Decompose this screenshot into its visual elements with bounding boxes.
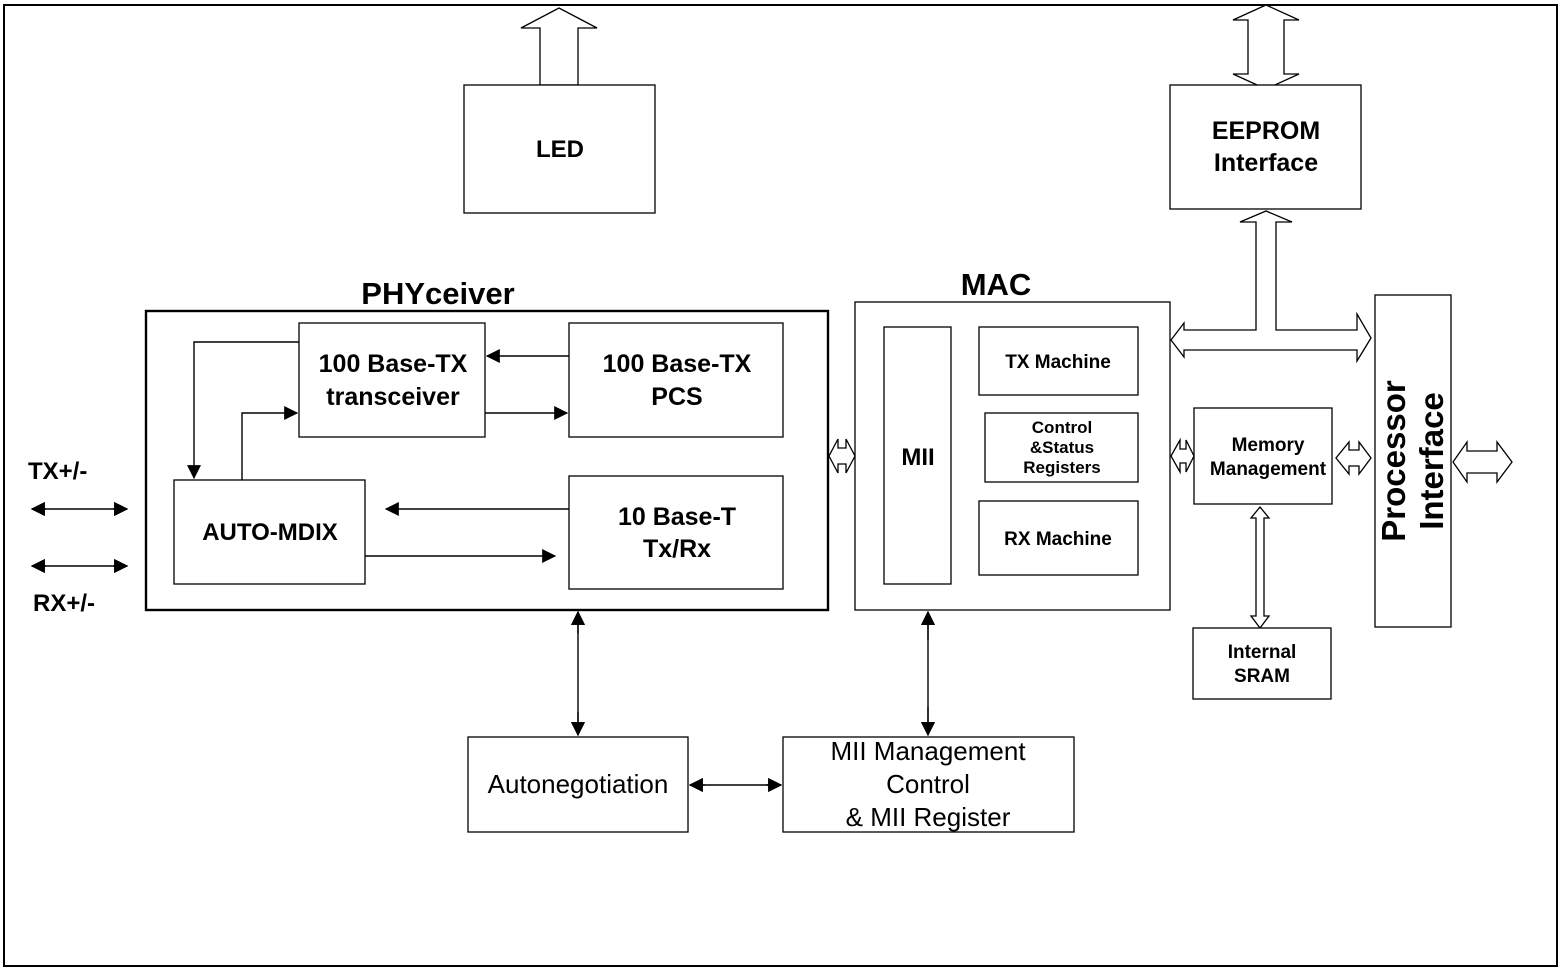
auto-mdix-to-transceiver-arrow (241, 406, 299, 480)
rx-machine-block (978, 500, 1139, 576)
led-output-bus-arrow (520, 7, 598, 86)
auto-mdix-label: AUTO-MDIX (202, 519, 338, 546)
tx-port-label: TX+/- (28, 458, 87, 485)
control-status-label-line3: Registers (1023, 458, 1100, 477)
phyceiver-container (144, 309, 830, 612)
control-status-label-line2: &Status (1030, 438, 1094, 457)
auto-mdix-block (173, 479, 366, 585)
processor-interface-block (1374, 294, 1452, 628)
mii-management-label-line2: Control (886, 769, 970, 799)
eeprom-mac-processor-bus-arrow (1170, 210, 1372, 364)
memory-sram-bus-arrow (1249, 505, 1271, 630)
memory-management-label-line2: Management (1210, 459, 1327, 480)
internal-sram-block (1192, 627, 1332, 700)
eeprom-interface-block (1169, 84, 1362, 210)
processor-interface-label: Processor Interface (1375, 380, 1450, 542)
processor-external-bus-arrow (1452, 439, 1513, 485)
phy-mac-bus-arrow (828, 438, 856, 474)
t10-label-line2: Tx/Rx (643, 535, 711, 563)
mii-management-block (782, 736, 1075, 833)
eeprom-label-line2: Interface (1214, 149, 1318, 177)
eeprom-label-line1: EEPROM (1212, 117, 1320, 145)
mii-management-label-line3: & MII Register (846, 802, 1011, 832)
tx100-pcs-label-line1: 100 Base-TX (603, 350, 752, 378)
tx-machine-label: TX Machine (1005, 352, 1111, 373)
eeprom-external-bus-arrow (1232, 4, 1300, 90)
rx-port-label: RX+/- (33, 590, 95, 617)
phyceiver-title: PHYceiver (361, 276, 514, 311)
internal-sram-label-line1: Internal (1228, 642, 1297, 663)
control-status-registers-block (984, 412, 1139, 483)
tx-machine-block (978, 326, 1139, 396)
t10-txrx-block (568, 475, 784, 590)
memory-management-label-line1: Memory (1232, 435, 1305, 456)
mii-block (883, 326, 952, 585)
led-label: LED (536, 136, 584, 163)
outer-frame (3, 4, 1558, 967)
internal-sram-label-line2: SRAM (1234, 666, 1290, 687)
mii-label: MII (901, 444, 934, 471)
autonegotiation-label: Autonegotiation (488, 769, 669, 799)
tx100-pcs-label-line2: PCS (651, 383, 702, 411)
tx100-transceiver-label-line2: transceiver (326, 383, 460, 411)
control-status-label-line1: Control (1032, 418, 1092, 437)
processor-interface-label-line1: Processor (1375, 380, 1412, 542)
tx100-pcs-block (568, 322, 784, 438)
t10-label-line1: 10 Base-T (618, 503, 736, 531)
mac-title: MAC (961, 267, 1032, 302)
autonegotiation-block (467, 736, 689, 833)
tx100-transceiver-label-line1: 100 Base-TX (319, 350, 468, 378)
led-block (463, 84, 656, 214)
rx-machine-label: RX Machine (1004, 529, 1112, 550)
mac-memory-bus-arrow (1170, 437, 1195, 475)
processor-interface-label-line2: Interface (1413, 392, 1450, 530)
transceiver-to-auto-mdix-arrow (187, 341, 299, 480)
memory-processor-bus-arrow (1335, 440, 1372, 476)
mii-management-label-line1: MII Management (830, 736, 1026, 766)
tx100-transceiver-block (298, 322, 486, 438)
memory-management-block (1193, 407, 1333, 505)
